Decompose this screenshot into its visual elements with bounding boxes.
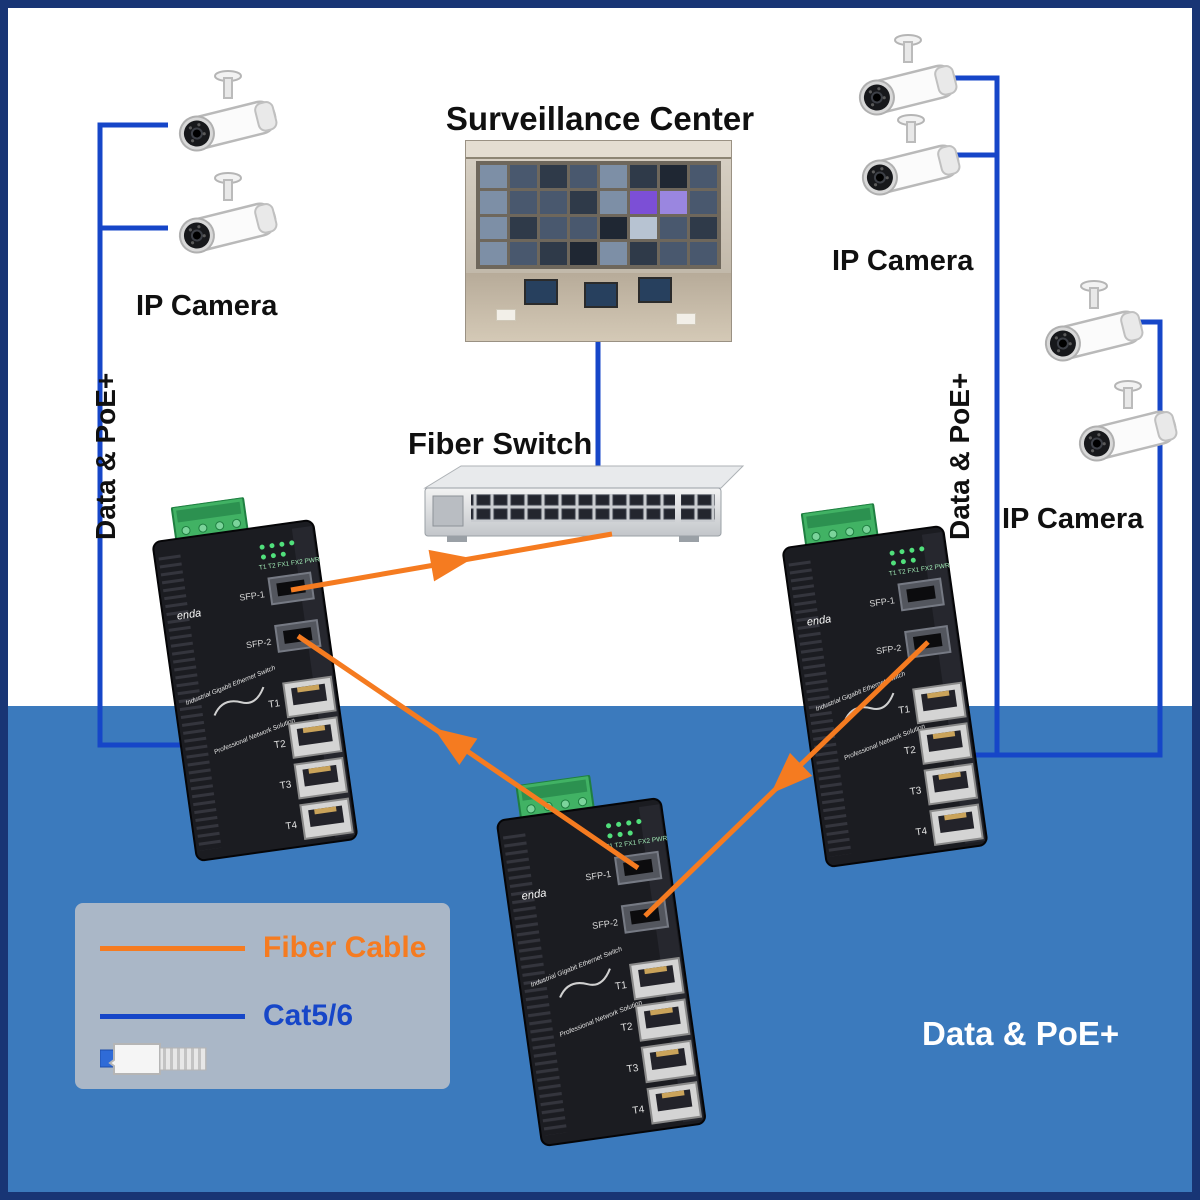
fiber-switch-device	[423, 465, 745, 542]
ip-camera-tl-1	[175, 69, 280, 156]
switch-left-cap	[432, 495, 464, 527]
fiber-switch-label: Fiber Switch	[408, 426, 593, 461]
cat5-cable-label: Cat5/6	[263, 999, 354, 1032]
photo-ceiling	[466, 141, 731, 159]
fiber-cable-swatch	[100, 945, 245, 951]
legend-row-fiber: Fiber Cable	[100, 931, 426, 965]
data-poe-label-bottom: Data & PoE+	[922, 1015, 1120, 1052]
surveillance-center-title: Surveillance Center	[445, 100, 755, 137]
rj45-port-bank	[471, 494, 675, 522]
ip-camera-mr-2	[1075, 379, 1180, 466]
ip-camera-label-top-left: IP Camera	[136, 290, 278, 322]
ip-camera-mr-1	[1041, 279, 1146, 366]
ip-camera-tr-2	[858, 113, 963, 200]
legend-box: Fiber Cable Cat5/6	[75, 903, 450, 1089]
uplink-port-bank	[681, 494, 715, 522]
fiber-left-to-fiberswitch	[290, 531, 613, 593]
industrial-switch-right	[776, 492, 991, 869]
fiber-cable-label: Fiber Cable	[263, 931, 427, 964]
ip-camera-tl-2	[175, 171, 280, 258]
rj45-connector-icon	[100, 1043, 207, 1075]
ip-camera-tr-1	[855, 33, 960, 120]
fiber-bottom-to-left	[296, 633, 640, 871]
cat5-cable-swatch	[100, 1013, 245, 1019]
desk-paper	[676, 313, 696, 325]
desk-monitor	[584, 282, 618, 308]
surveillance-room-photo	[465, 140, 732, 342]
fiber-right-to-bottom	[643, 640, 930, 918]
data-poe-label-right: Data & PoE+	[944, 372, 975, 540]
legend-row-cat: Cat5/6	[100, 999, 353, 1033]
data-poe-label-left: Data & PoE+	[90, 372, 121, 540]
monitor-wall	[476, 161, 721, 269]
fiber-cables	[290, 531, 930, 918]
desk-monitor	[524, 279, 558, 305]
control-desk	[466, 273, 731, 341]
ip-camera-label-top-right: IP Camera	[832, 245, 974, 277]
industrial-switch-bottom	[491, 764, 709, 1148]
industrial-switch-left	[146, 486, 361, 863]
desk-monitor	[638, 277, 672, 303]
desk-paper	[496, 309, 516, 321]
ip-camera-label-mid-right: IP Camera	[1002, 503, 1144, 535]
